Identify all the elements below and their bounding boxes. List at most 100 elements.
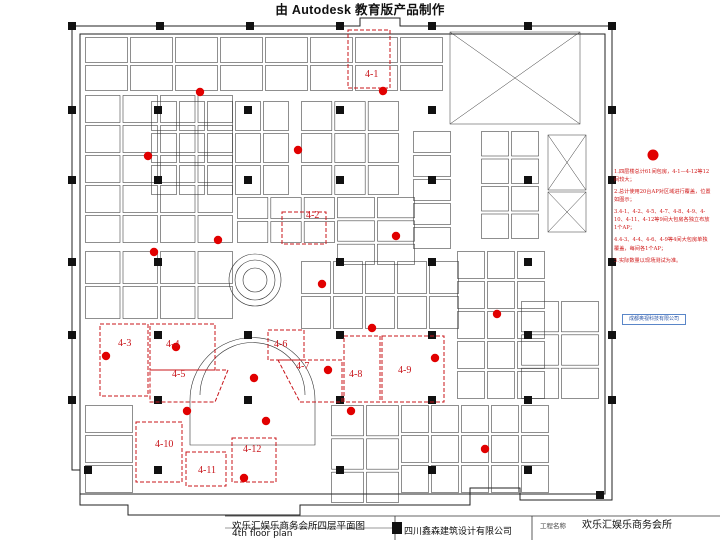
room-outline (160, 215, 196, 243)
note-line: 3.4-1、4-2、4-5、4-7、4-8、4-9、4-10、4-11、4-12… (614, 209, 710, 232)
room-outline (365, 296, 395, 329)
ap-marker (101, 351, 111, 361)
structural-column (428, 466, 436, 474)
room-outline (481, 213, 509, 239)
room-outline (237, 221, 269, 243)
room-outline (413, 203, 451, 225)
structural-column (68, 176, 76, 184)
project-name: 欢乐汇娱乐商务会所 (582, 520, 672, 531)
room-outline (481, 186, 509, 212)
room-outline (337, 197, 375, 219)
room-outline (301, 165, 333, 195)
structural-column (524, 396, 532, 404)
room-outline (122, 185, 158, 213)
room-outline (521, 301, 559, 333)
structural-column (428, 396, 436, 404)
room-label: 4-6 (274, 339, 288, 350)
structural-column (596, 491, 604, 499)
room-outline (429, 296, 459, 329)
structural-column (428, 331, 436, 339)
room-outline (160, 155, 196, 183)
room-outline (303, 197, 335, 219)
ap-marker (293, 145, 303, 155)
room-outline (122, 215, 158, 243)
room-outline (85, 155, 121, 183)
room-outline (197, 95, 233, 123)
room-outline (331, 471, 364, 503)
room-outline (517, 341, 545, 369)
room-label: 4-2 (306, 210, 320, 221)
room-outline (263, 165, 289, 195)
room-outline (517, 251, 545, 279)
room-outline (220, 65, 263, 91)
room-outline (511, 186, 539, 212)
room-outline (122, 155, 158, 183)
room-outline (355, 37, 398, 63)
ap-marker (213, 235, 223, 245)
room-outline (400, 37, 443, 63)
room-outline (179, 101, 205, 131)
structural-column (156, 22, 164, 30)
room-outline (367, 165, 399, 195)
drawing-title: 欢乐汇娱乐商务会所四层平面图 (232, 521, 366, 532)
room-outline (235, 165, 261, 195)
room-outline (334, 133, 366, 163)
room-outline (487, 311, 515, 339)
room-outline (401, 465, 429, 493)
room-outline (122, 251, 158, 284)
room-outline (85, 286, 121, 319)
structural-column (154, 176, 162, 184)
structural-column (68, 106, 76, 114)
structural-column (524, 176, 532, 184)
structural-column (244, 331, 252, 339)
structural-column (524, 22, 532, 30)
room-outline (85, 435, 133, 463)
structural-column (608, 22, 616, 30)
room-outline (337, 220, 375, 242)
structural-column (428, 176, 436, 184)
room-outline (301, 133, 333, 163)
structural-column (154, 396, 162, 404)
room-outline (355, 65, 398, 91)
room-outline (413, 155, 451, 177)
room-outline (270, 221, 302, 243)
room-outline (130, 37, 173, 63)
room-outline (561, 367, 599, 399)
ap-marker (480, 444, 490, 454)
room-outline (521, 334, 559, 366)
room-outline (175, 37, 218, 63)
room-outline (334, 101, 366, 131)
ap-marker (367, 323, 377, 333)
room-outline (197, 251, 233, 284)
room-outline (197, 185, 233, 213)
room-outline (220, 37, 263, 63)
structural-column (608, 176, 616, 184)
room-outline (301, 296, 331, 329)
room-outline (400, 65, 443, 91)
room-outline (429, 261, 459, 294)
room-outline (310, 37, 353, 63)
room-outline (461, 465, 489, 493)
room-outline (491, 405, 519, 433)
room-outline (491, 435, 519, 463)
room-outline (487, 341, 515, 369)
design-company: 四川鑫森建筑设计有限公司 (404, 527, 513, 537)
room-label: 4-11 (198, 465, 216, 476)
room-outline (85, 405, 133, 433)
room-outline (431, 405, 459, 433)
room-outline (85, 251, 121, 284)
room-outline (303, 221, 335, 243)
structural-column (608, 331, 616, 339)
note-line: 1.四层楼总计61间包房，4-1—4-12等12间较大； (614, 169, 710, 184)
room-outline (122, 125, 158, 153)
room-outline (366, 438, 399, 470)
room-outline (85, 215, 121, 243)
autodesk-education-watermark: 由 Autodesk 教育版产品制作 (275, 3, 445, 17)
room-outline (207, 101, 233, 131)
room-outline (365, 261, 395, 294)
ap-marker (249, 373, 259, 383)
room-outline (263, 101, 289, 131)
note-line: 4.4-3、4-4、4-6、4-9等4间大包房单独覆盖，每间各1个AP； (614, 237, 708, 252)
room-outline (237, 197, 269, 219)
structural-column (336, 176, 344, 184)
